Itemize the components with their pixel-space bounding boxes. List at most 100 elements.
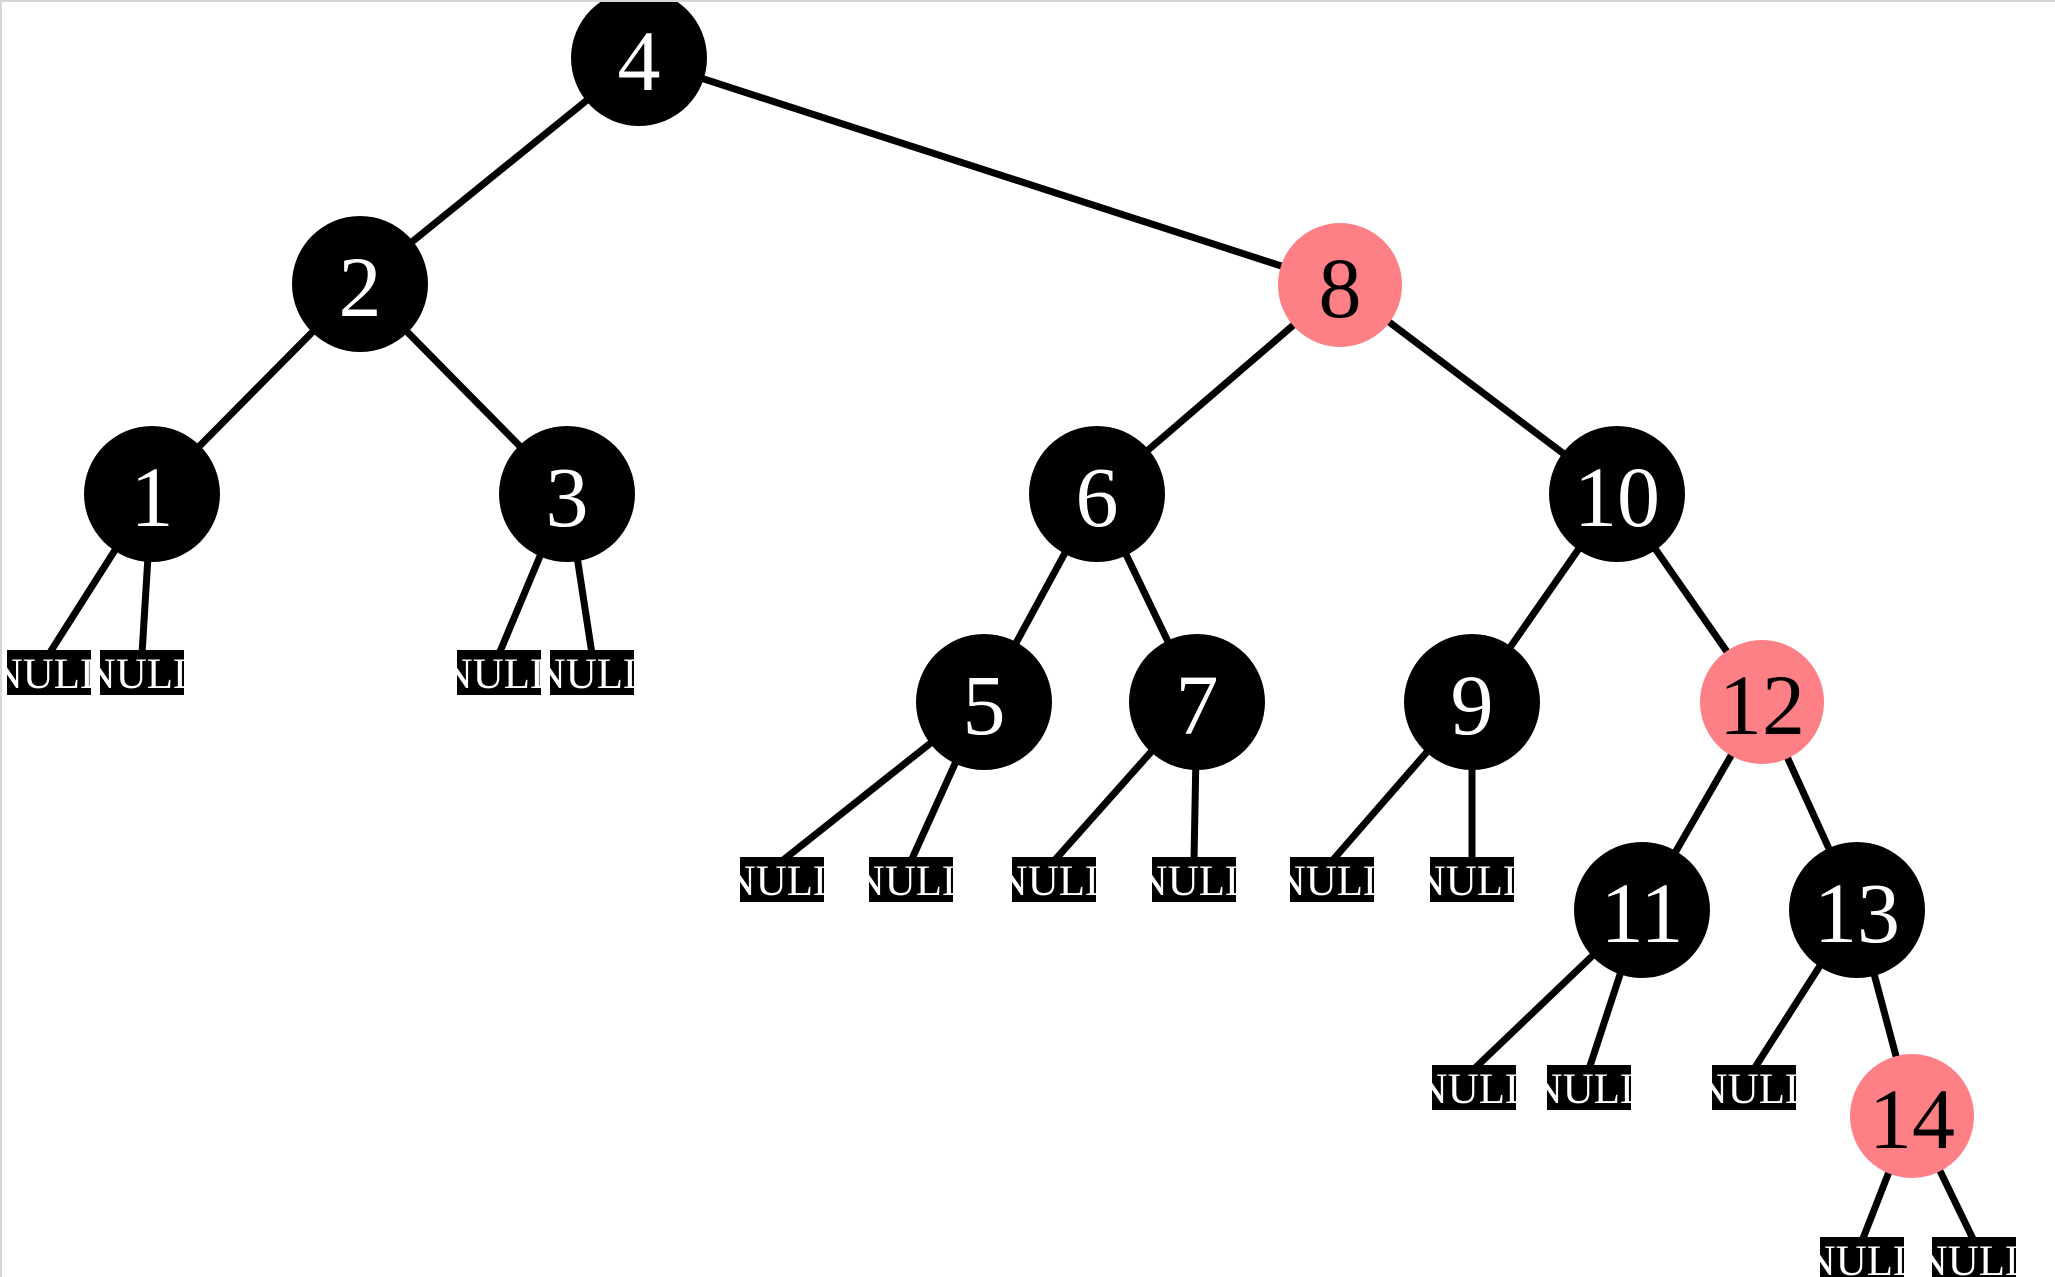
null-leaf-box <box>100 650 184 695</box>
tree-edge <box>194 327 318 451</box>
null-leaf-label: NULL <box>1417 1066 1532 1113</box>
tree-node-label: 1 <box>131 449 174 545</box>
null-leaf: NULL <box>725 857 840 905</box>
tree-edge-null <box>138 557 152 655</box>
null-leaf: NULL <box>535 650 650 698</box>
tree-edge-null <box>1329 747 1432 864</box>
null-leaf-label: NULL <box>997 858 1112 905</box>
tree-node-label: 6 <box>1076 449 1119 545</box>
tree-node-2[interactable]: 2 <box>292 216 428 352</box>
tree-node-14[interactable]: 14 <box>1850 1054 1974 1178</box>
tree-node-4[interactable]: 4 <box>571 2 707 126</box>
null-leaf-box <box>1712 1065 1796 1110</box>
tree-node-5[interactable]: 5 <box>916 634 1052 770</box>
black-node-circle[interactable] <box>1129 634 1265 770</box>
tree-node-9[interactable]: 9 <box>1404 634 1540 770</box>
null-leaf-box <box>1152 857 1236 902</box>
tree-edge <box>1143 320 1299 455</box>
null-leaf: NULL <box>442 650 556 698</box>
tree-node-7[interactable]: 7 <box>1129 634 1265 770</box>
tree-node-label: 2 <box>339 239 382 335</box>
tree-edge-null <box>779 738 936 864</box>
red-node-circle[interactable] <box>1850 1054 1974 1178</box>
tree-edge-null <box>46 545 120 656</box>
null-leaf-box <box>1290 857 1374 902</box>
black-node-circle[interactable] <box>1549 426 1685 562</box>
tree-node-1[interactable]: 1 <box>84 426 220 562</box>
null-leaf-label: NULL <box>535 651 650 698</box>
tree-edge-null <box>495 551 545 656</box>
tree-node-13[interactable]: 13 <box>1789 842 1925 978</box>
null-leaf-label: NULL <box>1415 858 1530 905</box>
null-leaf-label: NULL <box>1805 1238 1920 1277</box>
tree-edge <box>1011 548 1070 648</box>
tree-edge <box>1384 317 1569 459</box>
black-node-circle[interactable] <box>499 426 635 562</box>
tree-node-3[interactable]: 3 <box>499 426 635 562</box>
null-leaf: NULL <box>2 650 106 698</box>
tree-edge-null <box>1935 1166 1978 1243</box>
tree-edge <box>1782 753 1834 854</box>
tree-node-label: 11 <box>1601 865 1684 961</box>
null-leaf-box <box>7 650 91 695</box>
null-leaf-label: NULL <box>2 651 106 698</box>
null-leaf-box <box>1820 1237 1904 1277</box>
tree-node-12[interactable]: 12 <box>1700 640 1824 764</box>
null-leaf-box <box>457 650 541 695</box>
tree-edge <box>1870 970 1901 1061</box>
null-leaf-label: NULL <box>854 858 969 905</box>
black-node-circle[interactable] <box>84 426 220 562</box>
null-leaf: NULL <box>1917 1237 2032 1277</box>
edges-layer <box>46 74 1978 1243</box>
tree-node-label: 8 <box>1319 240 1362 336</box>
black-node-circle[interactable] <box>916 634 1052 770</box>
black-node-circle[interactable] <box>1404 634 1540 770</box>
tree-edge-null <box>1190 765 1200 862</box>
tree-edge-null <box>1858 1168 1894 1243</box>
tree-edge-null <box>1585 969 1625 1071</box>
tree-node-label: 5 <box>963 657 1006 753</box>
null-leaf: NULL <box>997 857 1112 905</box>
red-node-circle[interactable] <box>1700 640 1824 764</box>
tree-edge-null <box>1471 950 1598 1072</box>
tree-node-8[interactable]: 8 <box>1278 223 1402 347</box>
null-leaf-label: NULL <box>85 651 200 698</box>
black-node-circle[interactable] <box>1789 842 1925 978</box>
tree-edge <box>402 327 525 451</box>
tree-node-label: 12 <box>1719 657 1805 753</box>
null-leaf-box <box>1012 857 1096 902</box>
null-leaf: NULL <box>1697 1065 1811 1113</box>
tree-edge <box>1505 544 1584 652</box>
null-leaf: NULL <box>1415 857 1530 905</box>
black-node-circle[interactable] <box>1029 426 1165 562</box>
tree-edge-null <box>1051 746 1157 864</box>
null-leaf-label: NULL <box>725 858 840 905</box>
null-leaf-box <box>1430 857 1514 902</box>
black-node-circle[interactable] <box>292 216 428 352</box>
black-node-circle[interactable] <box>1574 842 1710 978</box>
tree-edge <box>1121 550 1173 646</box>
null-leaf: NULL <box>1805 1237 1920 1277</box>
tree-node-label: 14 <box>1869 1071 1955 1167</box>
null-leaf-box <box>1547 1065 1631 1110</box>
null-leaf-label: NULL <box>1275 858 1390 905</box>
tree-edge <box>407 95 592 247</box>
black-node-circle[interactable] <box>571 2 707 126</box>
tree-node-6[interactable]: 6 <box>1029 426 1165 562</box>
null-leaf-box <box>550 650 634 695</box>
tree-node-11[interactable]: 11 <box>1574 842 1710 978</box>
tree-edge <box>1670 750 1737 857</box>
tree-node-10[interactable]: 10 <box>1549 426 1685 562</box>
null-leaf-label: NULL <box>1917 1238 2032 1277</box>
tree-node-label: 13 <box>1814 865 1900 961</box>
null-leaf-label: NULL <box>1137 858 1252 905</box>
tree-edge <box>1650 544 1732 657</box>
null-leaf-label: NULL <box>1532 1066 1647 1113</box>
red-node-circle[interactable] <box>1278 223 1402 347</box>
tree-node-label: 10 <box>1574 449 1660 545</box>
null-leaf: NULL <box>1532 1065 1647 1113</box>
null-leaf: NULL <box>1275 857 1390 905</box>
